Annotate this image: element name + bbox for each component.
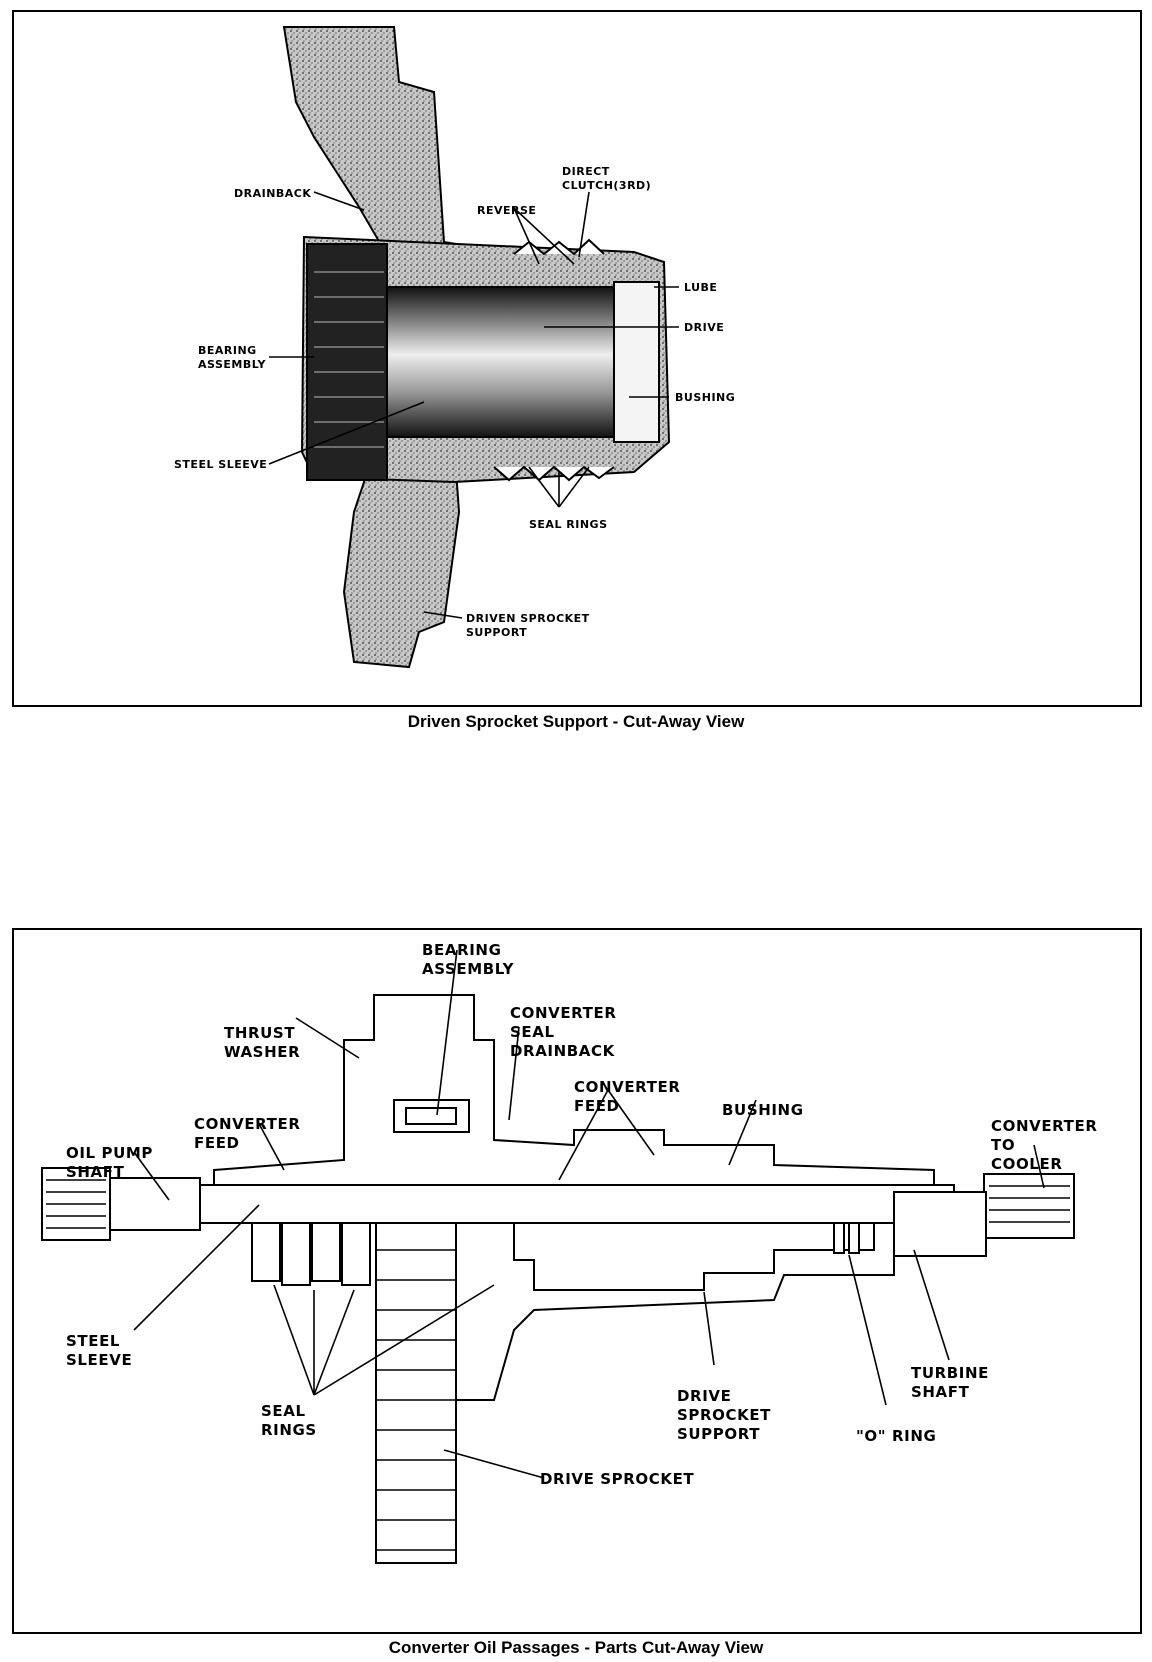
steel-sleeve-bore (386, 286, 648, 438)
label-bushing: BUSHING (675, 391, 735, 404)
label-thrust-washer-line1: THRUST (224, 1024, 295, 1042)
turbine-shaft-collar (893, 1191, 987, 1257)
turbine-shaft-spline (983, 1173, 1075, 1239)
converter-oil-passages-illustration: BEARING ASSEMBLY CONVERTER SEAL DRAINBAC… (41, 941, 1097, 1564)
label-lube: LUBE (684, 281, 717, 294)
label-drive: DRIVE (684, 321, 724, 334)
label-o-ring: "O" RING (856, 1427, 936, 1445)
bottom-leader-lines (133, 949, 1045, 1479)
label-driven-sprocket-line1: DRIVEN SPROCKET (466, 612, 590, 625)
label-direct-clutch-line1: DIRECT (562, 165, 610, 178)
seal-rings-part (251, 1222, 371, 1286)
label-oil-pump-line1: OIL PUMP (66, 1144, 153, 1162)
bushing-part (613, 281, 660, 443)
oil-pump-shaft-body (109, 1177, 201, 1231)
label-conv-seal-line1: CONVERTER (510, 1004, 616, 1022)
label-conv-seal-line3: DRAINBACK (510, 1042, 616, 1060)
label-drive-support-line1: DRIVE (677, 1387, 731, 1405)
drive-sprocket-gear (375, 1222, 457, 1564)
label-seal-rings-line1: SEAL (261, 1402, 306, 1420)
label-drive-support-line3: SUPPORT (677, 1425, 760, 1443)
label-direct-clutch-line2: CLUTCH(3RD) (562, 179, 651, 192)
label-conv-cooler-line2: TO (991, 1136, 1015, 1154)
drive-sprocket-teeth (376, 1249, 456, 1551)
label-conv-feed-left-line2: FEED (194, 1134, 240, 1152)
label-conv-feed-left-line1: CONVERTER (194, 1115, 300, 1133)
seal-ring-grooves-bottom (493, 465, 615, 482)
label-steel-sleeve-line1: STEEL (66, 1332, 120, 1350)
top-diagram-panel: DRAINBACK DIRECT CLUTCH(3RD) REVERSE LUB… (12, 10, 1142, 707)
o-ring-part (833, 1222, 860, 1254)
label-conv-feed-right-line1: CONVERTER (574, 1078, 680, 1096)
label-oil-pump-line2: SHAFT (66, 1163, 125, 1181)
support-upper-housing (213, 994, 935, 1186)
main-shaft (193, 1184, 955, 1224)
label-steel-sleeve: STEEL SLEEVE (174, 458, 267, 471)
label-driven-sprocket-line2: SUPPORT (466, 626, 527, 639)
driven-sprocket-support-illustration: DRAINBACK DIRECT CLUTCH(3RD) REVERSE LUB… (174, 26, 735, 669)
top-diagram-caption: Driven Sprocket Support - Cut-Away View (407, 712, 745, 731)
seal-ring-grooves-top (513, 238, 605, 256)
label-seal-rings-line2: RINGS (261, 1421, 317, 1439)
label-bearing-line2: ASSEMBLY (198, 358, 267, 371)
label-conv-cooler-line1: CONVERTER (991, 1117, 1097, 1135)
label-bearing-line1: BEARING (198, 344, 257, 357)
label-conv-seal-line2: SEAL (510, 1023, 555, 1041)
label-conv-feed-right-line2: FEED (574, 1097, 620, 1115)
label-drive-sprocket: DRIVE SPROCKET (540, 1470, 694, 1488)
bearing-assembly-part (306, 243, 388, 481)
label-bushing: BUSHING (722, 1101, 804, 1119)
label-bearing-line2: ASSEMBLY (422, 960, 515, 978)
label-thrust-washer-line2: WASHER (224, 1043, 300, 1061)
bottom-diagram-caption: Converter Oil Passages - Parts Cut-Away … (388, 1638, 764, 1657)
label-bearing-line1: BEARING (422, 941, 502, 959)
drive-sprocket-support-housing (254, 1222, 895, 1401)
label-seal-rings: SEAL RINGS (529, 518, 608, 531)
support-upper-flange (282, 26, 476, 269)
label-turbine-shaft-line2: SHAFT (911, 1383, 970, 1401)
label-steel-sleeve-line2: SLEEVE (66, 1351, 132, 1369)
label-drive-support-line2: SPROCKET (677, 1406, 771, 1424)
label-drainback: DRAINBACK (234, 187, 311, 200)
label-reverse: REVERSE (477, 204, 536, 217)
label-turbine-shaft-line1: TURBINE (911, 1364, 989, 1382)
label-conv-cooler-line3: COOLER (991, 1155, 1062, 1173)
bottom-diagram-panel: BEARING ASSEMBLY CONVERTER SEAL DRAINBAC… (12, 928, 1142, 1634)
top-leader-lines (268, 191, 679, 619)
